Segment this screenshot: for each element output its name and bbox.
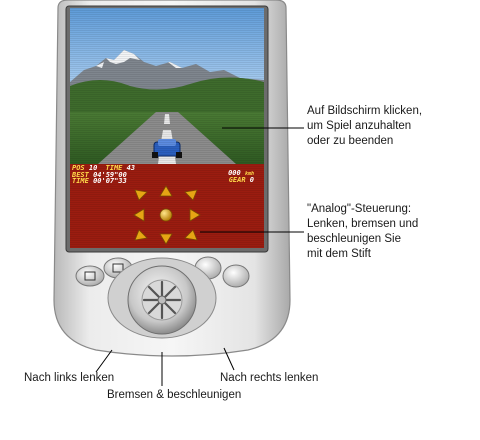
hud: POS 10 TIME 43 BEST 04'59"00 TIME 00'07"… bbox=[70, 164, 264, 185]
arrow-down-left-icon[interactable] bbox=[134, 229, 148, 241]
arrow-left-icon[interactable] bbox=[133, 208, 145, 222]
callout-analog-line: mit dem Stift bbox=[307, 248, 371, 260]
hud-gear-value: 0 bbox=[249, 175, 254, 184]
hud-best-label: BEST bbox=[72, 170, 89, 179]
arrow-down-icon[interactable] bbox=[159, 233, 173, 245]
calendar-icon bbox=[84, 271, 96, 281]
hud-time-value: 43 bbox=[126, 164, 136, 172]
callout-analog-line: "Analog"-Steuerung: bbox=[307, 203, 412, 215]
leader-lines bbox=[95, 127, 304, 386]
callout-analog-line: Lenken, bremsen und bbox=[307, 218, 419, 230]
calendar-button[interactable] bbox=[75, 265, 105, 287]
arrow-down-right-icon[interactable] bbox=[184, 229, 198, 241]
arrow-right-icon[interactable] bbox=[189, 208, 201, 222]
hud-pos-value: 10 bbox=[88, 164, 98, 172]
hud-speed-value: 000 bbox=[228, 169, 241, 177]
game-screen[interactable] bbox=[70, 8, 264, 164]
hud-pos-label: POS bbox=[72, 164, 85, 172]
callout-brake-accelerate: Bremsen & beschleunigen bbox=[107, 389, 242, 401]
analog-center-ball-icon[interactable] bbox=[159, 208, 173, 222]
tasks-button[interactable] bbox=[222, 264, 250, 288]
callout-screen-tap-line: oder zu beenden bbox=[307, 135, 394, 147]
analog-arrows[interactable] bbox=[133, 185, 201, 245]
hardware-buttons bbox=[75, 256, 250, 339]
arrow-up-right-icon[interactable] bbox=[184, 189, 198, 201]
contacts-icon bbox=[112, 263, 124, 273]
leader-right bbox=[223, 347, 235, 371]
hud-time-label: TIME bbox=[105, 164, 123, 172]
callout-analog-control: "Analog"-Steuerung: Lenken, bremsen und … bbox=[307, 202, 418, 262]
hud-lap-time-value: 00'07"33 bbox=[93, 177, 127, 185]
callout-screen-tap: Auf Bildschirm klicken, um Spiel anzuhal… bbox=[307, 104, 422, 149]
callout-screen-tap-line: um Spiel anzuhalten bbox=[307, 120, 412, 132]
hud-speed-unit: kmh bbox=[244, 171, 254, 177]
callout-analog-line: beschleunigen Sie bbox=[307, 233, 401, 245]
hud-best-value: 04'59"00 bbox=[93, 170, 127, 179]
arrow-up-left-icon[interactable] bbox=[134, 189, 148, 201]
hud-gear-label: GEAR bbox=[228, 175, 246, 184]
arrow-up-icon[interactable] bbox=[159, 185, 173, 197]
hud-lap-time-label: TIME bbox=[72, 177, 89, 185]
callout-steer-left: Nach links lenken bbox=[24, 372, 115, 384]
callout-screen-tap-line: Auf Bildschirm klicken, bbox=[307, 105, 423, 117]
callout-steer-right: Nach rechts lenken bbox=[220, 372, 319, 384]
leader-left bbox=[95, 349, 113, 373]
